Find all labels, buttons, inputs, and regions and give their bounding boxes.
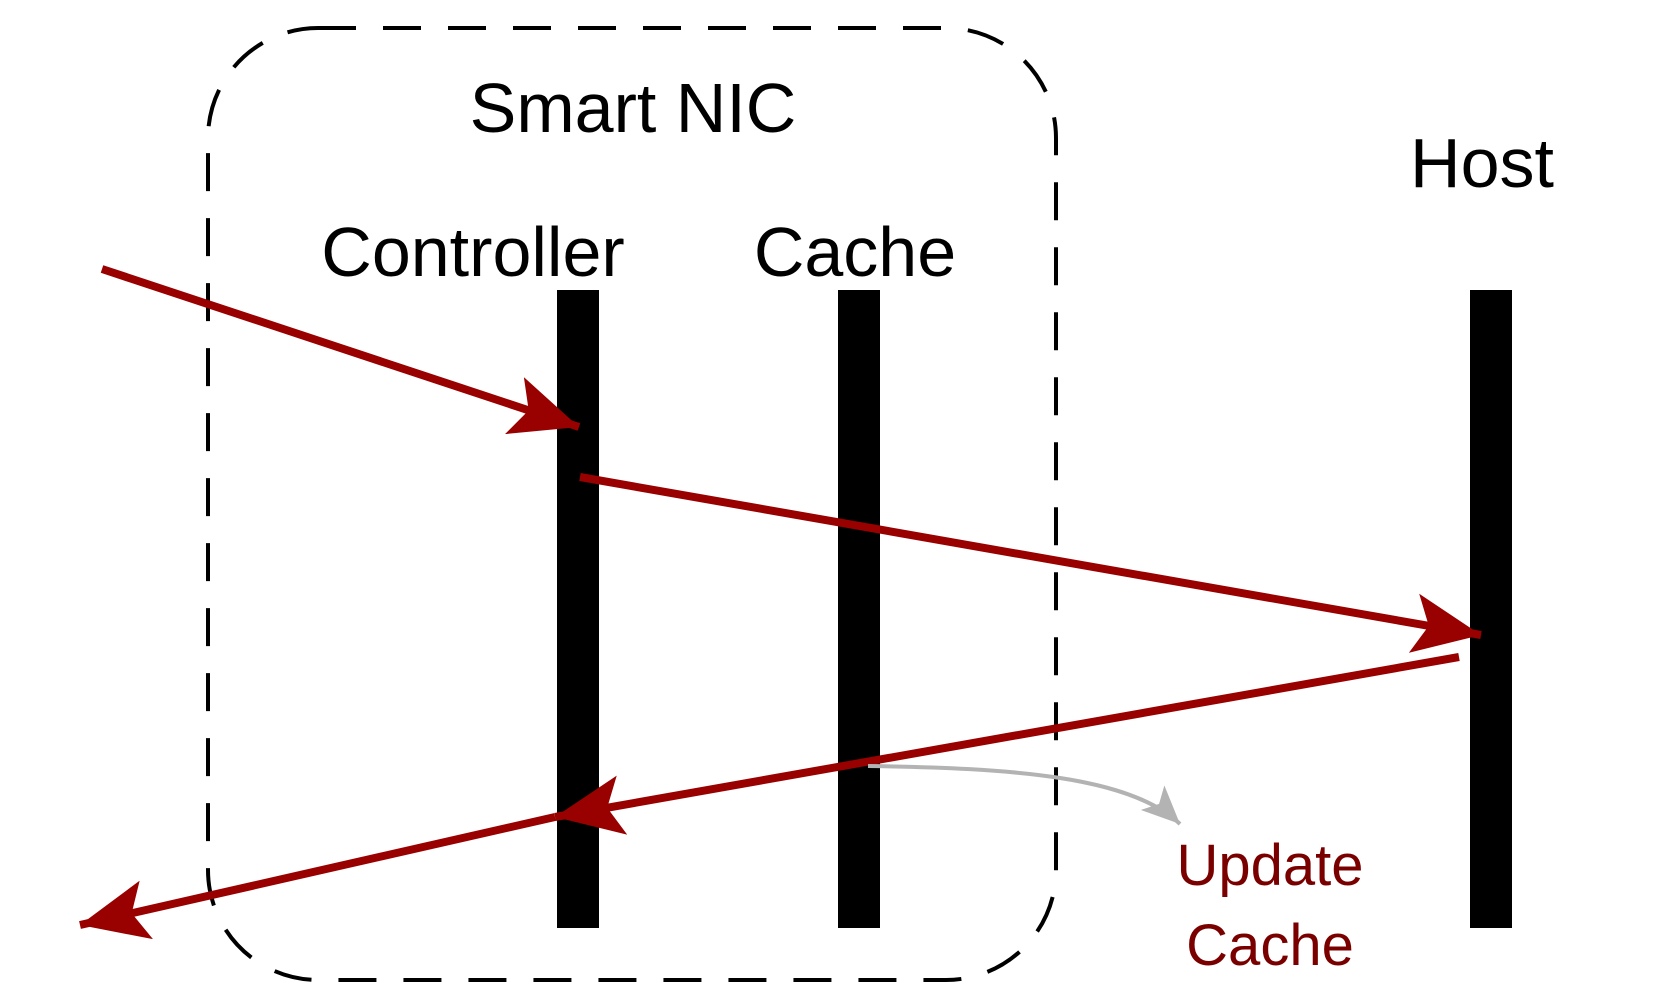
request-to-controller-arrow: [100, 265, 581, 435]
host-label: Host: [1410, 124, 1554, 202]
cache-label: Cache: [754, 213, 956, 291]
controller-lifeline: [557, 290, 599, 928]
smart-nic-boundary: [206, 26, 1058, 982]
host-to-controller-arrow: [554, 653, 1460, 835]
smart-nic-label: Smart NIC: [470, 69, 797, 147]
cache-lifeline: [838, 290, 880, 928]
response-out-arrow: [79, 813, 556, 940]
update-label: Update: [1176, 833, 1363, 898]
controller-to-host-arrow: [579, 473, 1482, 653]
cache-annotation-label: Cache: [1186, 913, 1354, 978]
controller-label: Controller: [321, 213, 624, 291]
update-cache-arrow: [867, 764, 1182, 826]
host-lifeline: [1470, 290, 1512, 928]
